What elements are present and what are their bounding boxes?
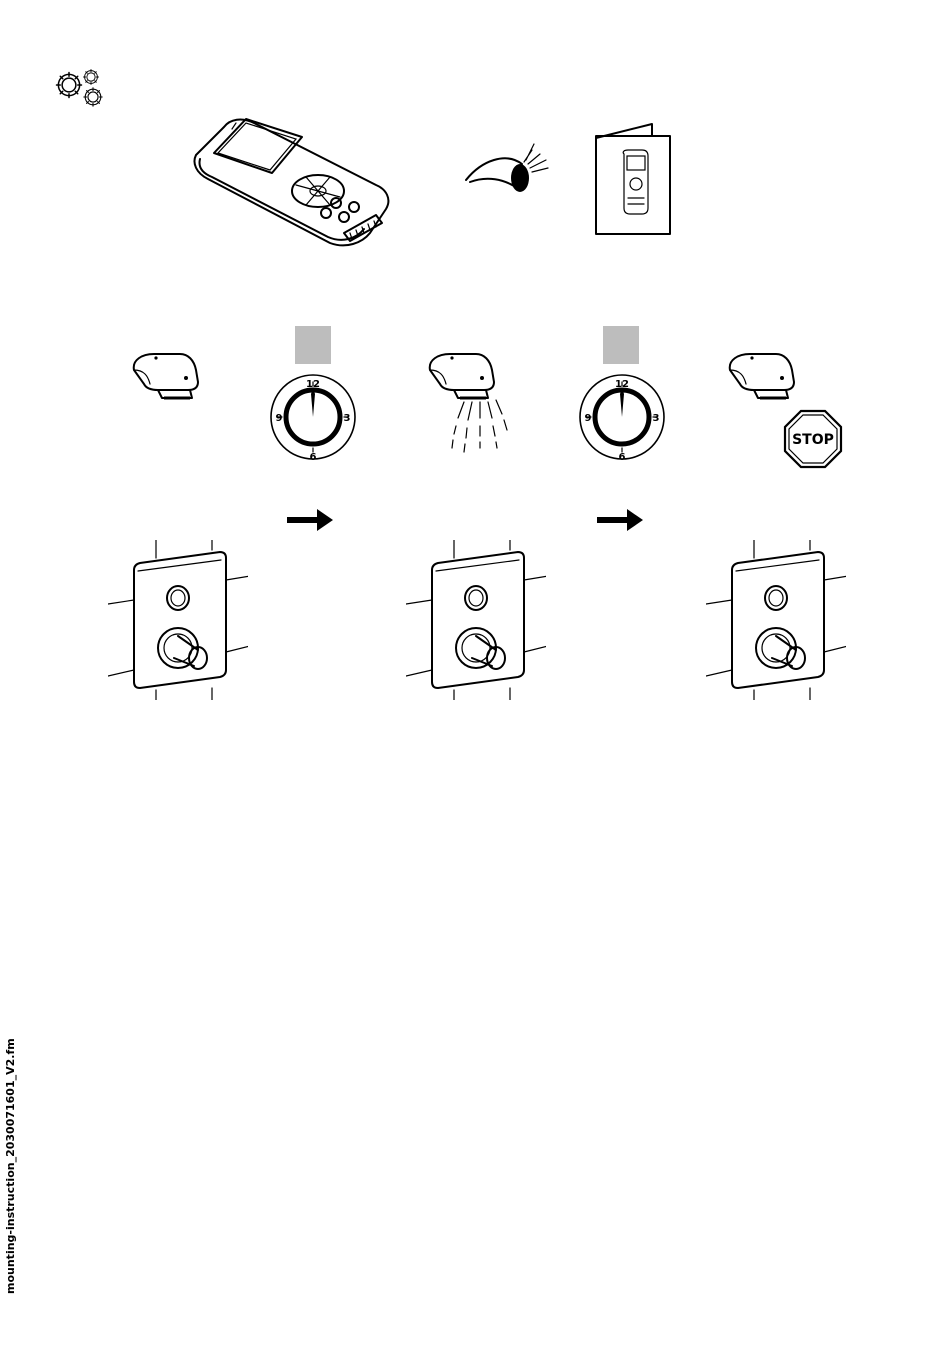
placeholder-box <box>295 326 331 364</box>
wall-panel-valve-icon-3 <box>706 540 846 700</box>
clock-dial-icon-2: 12 3 6 9 <box>577 372 667 462</box>
arrow-right-icon <box>287 508 335 532</box>
placeholder-box-2 <box>603 326 639 364</box>
stop-label: STOP <box>792 432 834 448</box>
stop-sign-icon: STOP <box>784 410 842 468</box>
clock-6: 6 <box>310 452 317 463</box>
arrow-right-icon-2 <box>597 508 645 532</box>
wall-panel-valve-icon-2 <box>406 540 546 700</box>
clock-12: 12 <box>615 379 629 390</box>
sensor-icon <box>128 348 208 408</box>
clock-dial-icon: 12 3 6 9 <box>268 372 358 462</box>
gears-icon <box>52 66 110 108</box>
clock-9: 9 <box>276 413 283 424</box>
clock-3: 3 <box>653 413 660 424</box>
clock-3: 3 <box>344 413 351 424</box>
sensor-icon-3 <box>724 348 804 408</box>
footer-filename: mounting-instruction_2030071601_V2.fm <box>4 1038 17 1294</box>
water-spray-icon <box>456 398 506 452</box>
clock-12: 12 <box>306 379 320 390</box>
wall-panel-valve-icon <box>108 540 248 700</box>
eye-icon <box>462 138 554 200</box>
manual-booklet-icon <box>594 122 672 236</box>
clock-9: 9 <box>585 413 592 424</box>
clock-6: 6 <box>619 452 626 463</box>
handheld-remote-control-icon <box>190 115 390 250</box>
